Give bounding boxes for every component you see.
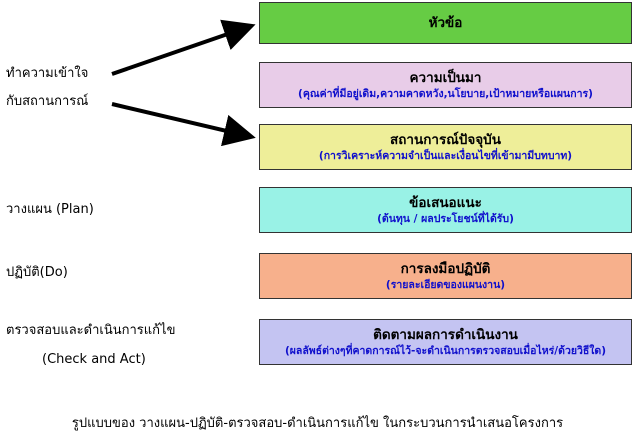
box-background: ความเป็นมา (คุณค่าที่มีอยู่เดิม,ความคาดห… <box>259 62 632 108</box>
label-plan: วางแผน (Plan) <box>6 202 94 217</box>
box-background-subtitle: (คุณค่าที่มีอยู่เดิม,ความคาดหวัง,นโยบาย,… <box>298 87 593 100</box>
box-follow-up-title: ติดตามผลการดำเนินงาน <box>373 326 518 343</box>
box-implementation-subtitle: (รายละเอียดของแผนงาน) <box>385 278 506 291</box>
arrow-to-topic <box>111 19 256 76</box>
box-follow-up: ติดตามผลการดำเนินงาน (ผลลัพธ์ต่างๆที่คาด… <box>259 319 632 365</box>
box-recommendation: ข้อเสนอแนะ (ต้นทุน / ผลประโยชน์ที่ได้รับ… <box>259 187 632 233</box>
box-recommendation-title: ข้อเสนอแนะ <box>409 194 482 211</box>
arrow-to-situation <box>111 102 256 147</box>
box-current-situation-subtitle: (การวิเคราะห์ความจำเป็นและเงื่อนไขที่เข้… <box>318 149 573 162</box>
box-implementation: การลงมือปฏิบัติ (รายละเอียดของแผนงาน) <box>259 253 632 299</box>
label-check-act-line1: ตรวจสอบและดำเนินการแก้ไข <box>6 323 176 338</box>
label-understand-line1: ทำความเข้าใจ <box>6 66 89 81</box>
label-check-act-line2: (Check and Act) <box>42 352 146 367</box>
box-topic: หัวข้อ <box>259 2 632 44</box>
box-recommendation-subtitle: (ต้นทุน / ผลประโยชน์ที่ได้รับ) <box>377 212 514 225</box>
label-do: ปฏิบัติ(Do) <box>6 265 68 280</box>
box-background-title: ความเป็นมา <box>409 69 482 86</box>
box-implementation-title: การลงมือปฏิบัติ <box>400 260 491 277</box>
box-current-situation: สถานการณ์ปัจจุบัน (การวิเคราะห์ความจำเป็… <box>259 124 632 170</box>
label-understand-line2: กับสถานการณ์ <box>6 94 89 109</box>
diagram-caption: รูปแบบของ วางแผน-ปฏิบัติ-ตรวจสอบ-ดำเนินก… <box>71 416 564 431</box>
box-topic-title: หัวข้อ <box>428 14 463 31</box>
box-current-situation-title: สถานการณ์ปัจจุบัน <box>390 131 501 148</box>
box-follow-up-subtitle: (ผลลัพธ์ต่างๆที่คาดการณ์ไว้-จะดำเนินการต… <box>284 344 607 357</box>
